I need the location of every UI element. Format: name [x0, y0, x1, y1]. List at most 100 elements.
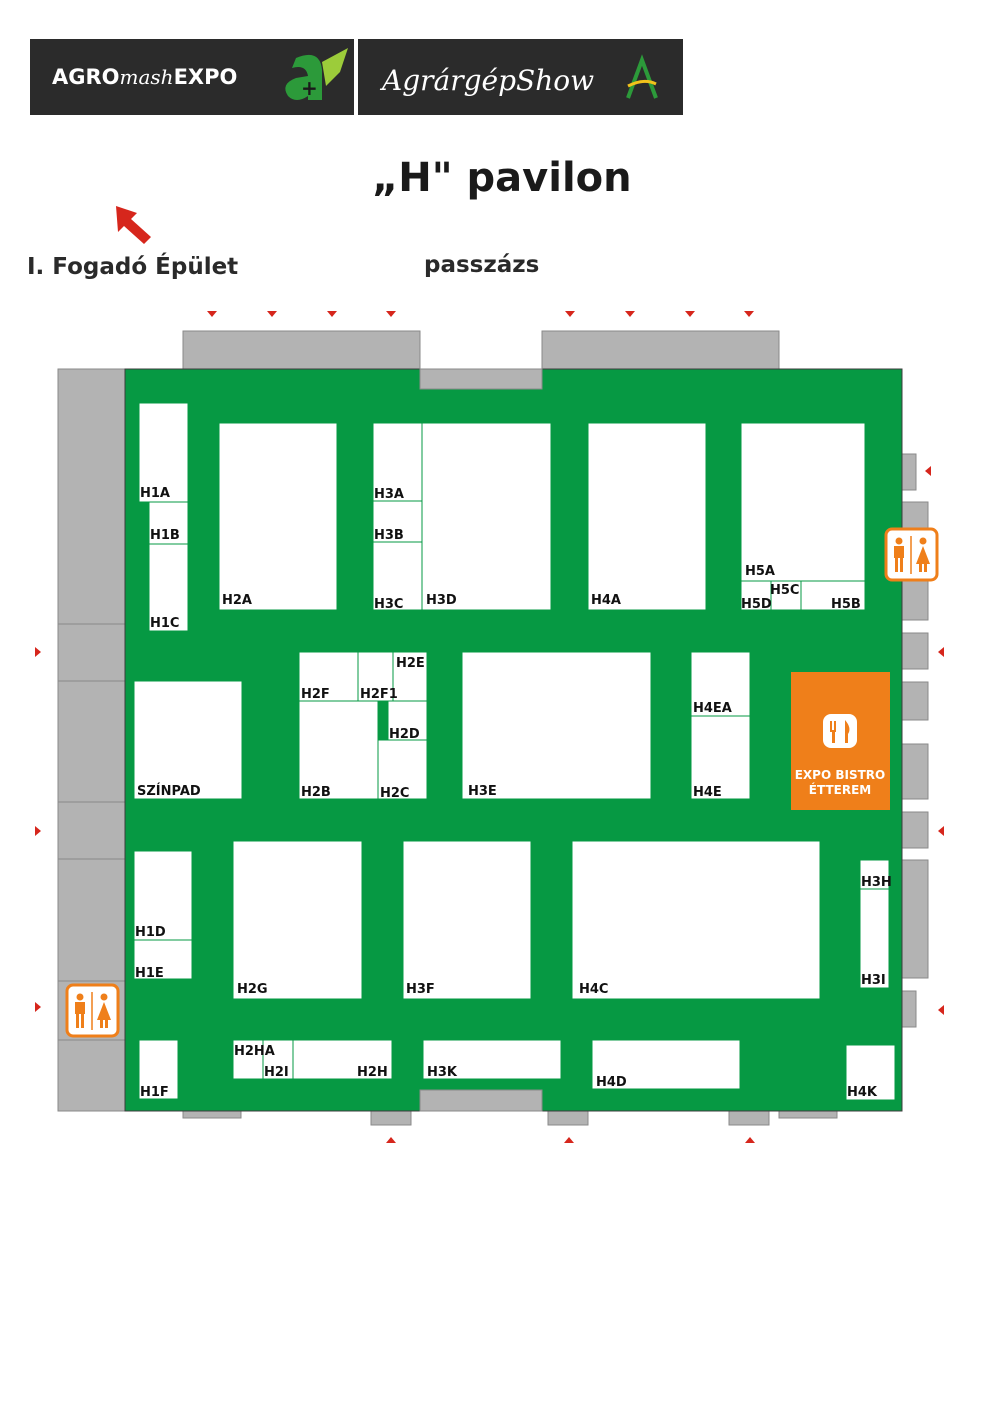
label-h3a: H3A	[374, 487, 404, 502]
booth-h3a[interactable]	[372, 422, 423, 502]
label-h2g: H2G	[237, 982, 268, 997]
arrow-up-icon	[386, 1137, 396, 1143]
label-h5b: H5B	[831, 597, 861, 612]
arrow-right-icon	[35, 826, 41, 836]
agrargep-logo-icon	[626, 54, 658, 99]
label-h2i: H2I	[264, 1065, 289, 1080]
arrow-down-icon	[267, 311, 277, 317]
label-h2a: H2A	[222, 593, 252, 608]
booth-h2h[interactable]	[292, 1039, 393, 1080]
label-h3k: H3K	[427, 1065, 458, 1080]
booth-h1c[interactable]	[148, 543, 189, 632]
booth-h5a[interactable]	[740, 422, 866, 582]
booth-h3e[interactable]	[461, 651, 652, 800]
restroom-icon[interactable]	[65, 983, 120, 1038]
booth-h1e[interactable]	[133, 939, 193, 980]
brand-left-text: AGROmashEXPO	[52, 65, 237, 89]
restaurant-expo-bistro[interactable]: EXPO BISTRO ÉTTEREM	[791, 672, 890, 810]
label-h4c: H4C	[579, 982, 608, 997]
booth-h2a[interactable]	[218, 422, 338, 611]
label-h1c: H1C	[150, 616, 179, 631]
booth-h2f1[interactable]	[357, 651, 394, 702]
arrow-left-icon	[938, 1005, 944, 1015]
label-h3i: H3I	[861, 973, 886, 988]
booth-h2e[interactable]	[392, 651, 428, 702]
entrance-direction-arrow-icon	[116, 206, 151, 244]
booth-h2d[interactable]	[387, 700, 428, 741]
booth-h2b[interactable]	[298, 700, 379, 800]
booth-h3d[interactable]	[421, 422, 552, 611]
arrow-down-icon	[327, 311, 337, 317]
label-h4d: H4D	[596, 1075, 627, 1090]
restroom-icon[interactable]	[884, 527, 939, 582]
restaurant-label-2: ÉTTEREM	[809, 782, 871, 797]
entrance-arrows	[35, 311, 944, 1143]
label-h4a: H4A	[591, 593, 621, 608]
label-h1d: H1D	[135, 925, 166, 940]
booth-labels: H1A H1B H1C H1D H1E H1F H2A H2B H2C H2D …	[135, 486, 892, 1100]
arrow-left-icon	[938, 647, 944, 657]
top-passage-gate	[419, 368, 543, 390]
booth-h3c[interactable]	[372, 541, 423, 611]
label-h1b: H1B	[150, 528, 180, 543]
label-h3d: H3D	[426, 593, 457, 608]
side-corridor-dividers	[58, 623, 125, 1041]
arrow-up-icon	[745, 1137, 755, 1143]
arrow-down-icon	[744, 311, 754, 317]
header-right-bg	[358, 39, 683, 115]
booths	[133, 402, 896, 1101]
booth-h4c[interactable]	[571, 840, 821, 1000]
label-h2e: H2E	[396, 656, 425, 671]
label-h3c: H3C	[374, 597, 403, 612]
label-h5a: H5A	[745, 564, 775, 579]
arrow-up-icon	[564, 1137, 574, 1143]
label-h2ha: H2HA	[234, 1044, 275, 1059]
booth-h2g[interactable]	[232, 840, 363, 1000]
arrow-down-icon	[625, 311, 635, 317]
label-h2f1: H2F1	[360, 687, 398, 702]
booth-h1a[interactable]	[138, 402, 189, 503]
entrance-label: I. Fogadó Épület	[27, 252, 238, 280]
booth-h4e[interactable]	[690, 715, 751, 800]
arrow-down-icon	[207, 311, 217, 317]
passage-label: passzázs	[424, 252, 539, 278]
arrow-down-icon	[386, 311, 396, 317]
booth-h1b[interactable]	[148, 501, 189, 545]
booth-h4a[interactable]	[587, 422, 707, 611]
booth-h5b[interactable]	[800, 580, 866, 611]
booth-h2c[interactable]	[377, 739, 428, 800]
booth-h2i[interactable]	[262, 1039, 294, 1080]
arrow-right-icon	[35, 1002, 41, 1012]
booth-h3i[interactable]	[859, 888, 890, 989]
booth-h3h[interactable]	[859, 859, 890, 890]
arrow-left-icon	[925, 466, 931, 476]
label-h1e: H1E	[135, 966, 164, 981]
header-banner: AGROmashEXPO + AgrárgépShow	[30, 39, 683, 115]
label-h2c: H2C	[380, 786, 409, 801]
label-stage: SZÍNPAD	[137, 783, 201, 799]
label-h3e: H3E	[468, 784, 497, 799]
label-h2b: H2B	[301, 785, 331, 800]
label-h1a: H1A	[140, 486, 170, 501]
stage-szinpad[interactable]	[133, 680, 243, 800]
fork-knife-icon	[823, 714, 857, 748]
booth-h4d[interactable]	[591, 1039, 741, 1090]
svg-text:+: +	[301, 76, 318, 100]
label-h5d: H5D	[741, 597, 772, 612]
label-h3f: H3F	[406, 982, 435, 997]
booth-h4k[interactable]	[845, 1044, 896, 1101]
booth-h2f[interactable]	[298, 651, 359, 702]
label-h2h: H2H	[357, 1065, 388, 1080]
header-left-bg	[30, 39, 354, 115]
label-h2f: H2F	[301, 687, 330, 702]
arrow-down-icon	[685, 311, 695, 317]
label-h3h: H3H	[861, 875, 892, 890]
booth-h1f[interactable]	[138, 1039, 179, 1100]
brand-right-text: AgrárgépShow	[379, 64, 594, 97]
booth-h3k[interactable]	[422, 1039, 562, 1080]
booth-h3f[interactable]	[402, 840, 532, 1000]
arrow-down-icon	[565, 311, 575, 317]
label-h2d: H2D	[389, 727, 420, 742]
arrow-right-icon	[35, 647, 41, 657]
